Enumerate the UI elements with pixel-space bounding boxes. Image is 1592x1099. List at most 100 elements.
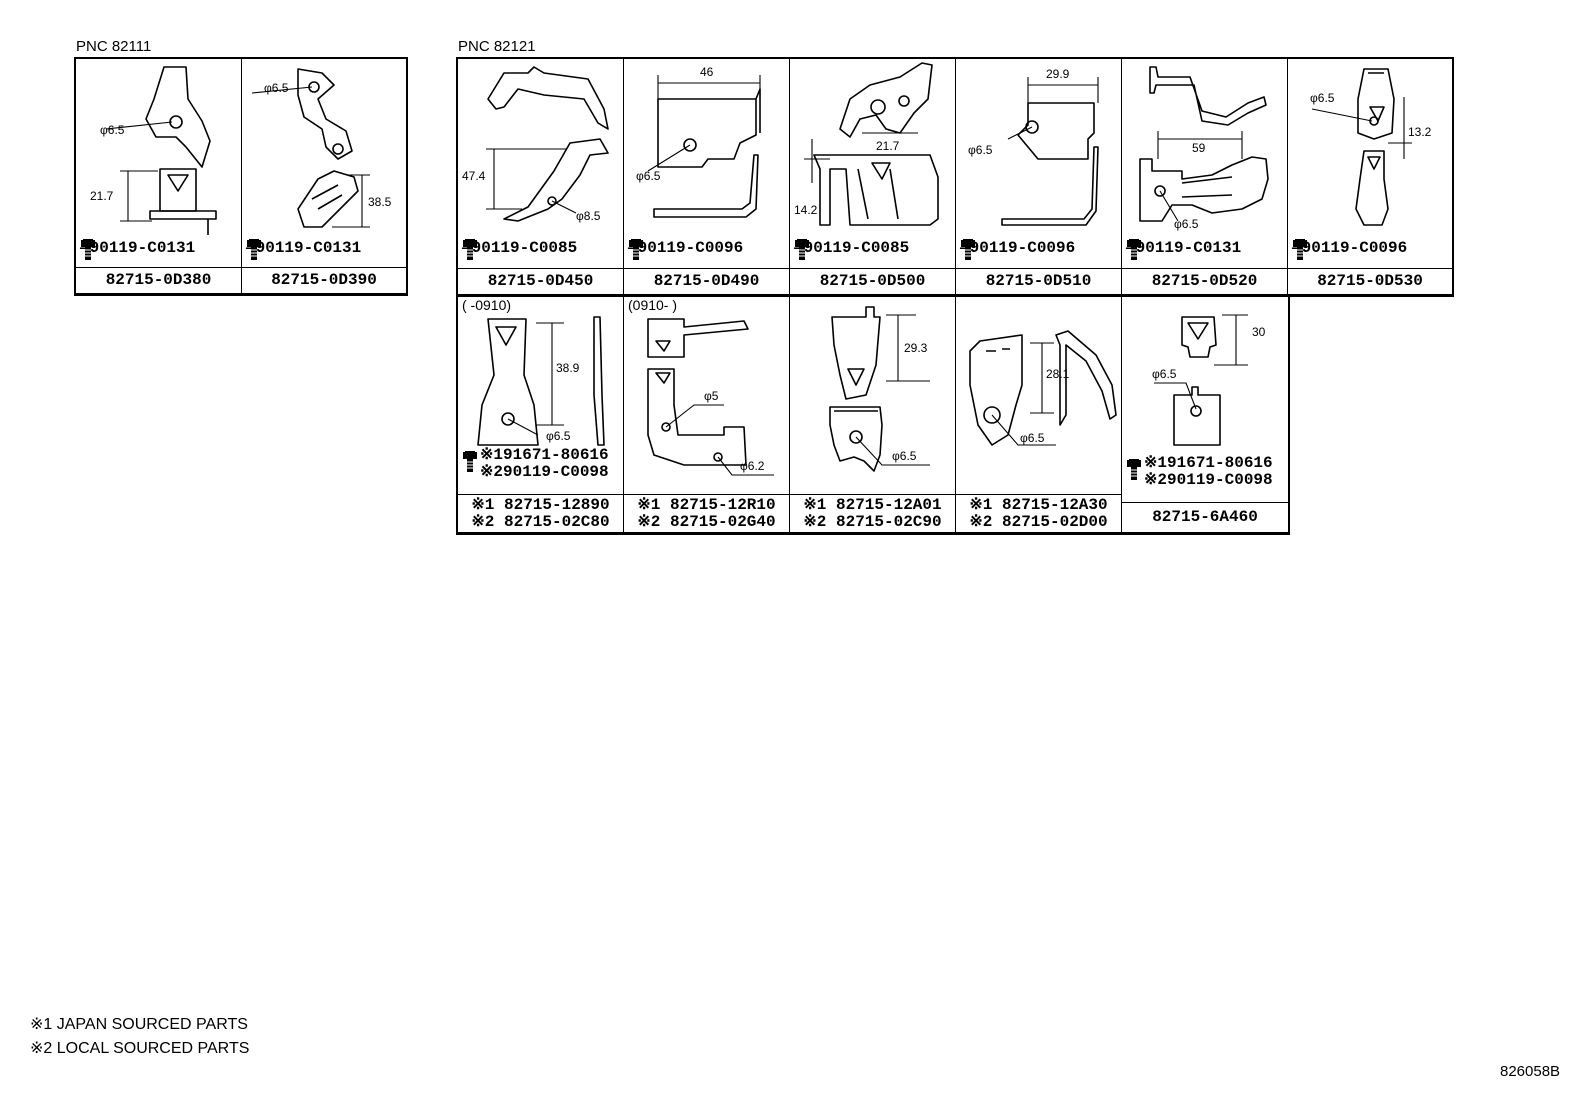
part-cell[interactable]: 28.1 φ6.5 ※1 82715-12A30※2 82715-02D00: [956, 295, 1122, 533]
part-number: ※2 82715-02G40: [637, 513, 776, 531]
bolt-icon: [960, 239, 976, 261]
dimension-label: φ5: [704, 389, 719, 403]
part-cell[interactable]: 59 φ6.5 —90119-C0131 82715-0D520: [1122, 59, 1288, 295]
dimension-label: 29.3: [904, 341, 928, 355]
dimension-label: 46: [700, 65, 714, 79]
bolt-part-number: 90119-C0096: [969, 239, 1076, 257]
bolt-icon: [462, 239, 478, 261]
bolt-callout: ※191671-80616※290119-C0098: [462, 447, 609, 481]
bolt-part-number: 90119-C0131: [1135, 239, 1242, 257]
bolt-part-number: 90119-C0085: [471, 239, 578, 257]
bolt-part-number: 90119-C0131: [255, 239, 362, 257]
bolt-icon: [1126, 239, 1142, 261]
dimension-label: φ6.2: [740, 459, 765, 473]
dimension-label: φ6.5: [636, 169, 661, 183]
part-number: 82715-0D530: [1288, 268, 1452, 294]
part-cell[interactable]: φ6.5 21.7 —90119-C0131 82715-0D380: [76, 59, 242, 294]
bolt-part-number: 90119-C0085: [803, 239, 910, 257]
part-number: 82715-0D520: [1122, 268, 1287, 294]
part-number: ※1 82715-12A30: [969, 496, 1108, 514]
bolt-callout: ※191671-80616※290119-C0098: [1126, 455, 1273, 489]
dimension-label: 14.2: [794, 203, 818, 217]
dimension-label: φ6.5: [1310, 91, 1335, 105]
bracket-drawing: [1154, 314, 1248, 446]
part-cell[interactable]: φ6.5 38.5 —90119-C0131 82715-0D390: [242, 59, 406, 294]
bolt-part-number: 90119-C0096: [1301, 239, 1408, 257]
part-number-group: ※1 82715-12A30※2 82715-02D00: [956, 494, 1121, 532]
dimension-label: φ6.5: [968, 143, 993, 157]
bracket-drawing: [647, 318, 774, 476]
bolt-part-number: 90119-C0131: [89, 239, 196, 257]
dimension-label: φ6.5: [892, 449, 917, 463]
bracket-drawing: [969, 330, 1117, 446]
part-number-group: ※1 82715-12R10※2 82715-02G40: [624, 494, 789, 532]
dimension-label: φ6.5: [1174, 217, 1199, 231]
bolt-icon: [246, 239, 262, 261]
bracket-drawing: [1139, 66, 1269, 222]
part-number: ※1 82715-12R10: [637, 496, 776, 514]
part-cell[interactable]: 30 φ6.5 ※191671-80616※290119-C0098 82715…: [1122, 295, 1288, 533]
dimension-label: 38.5: [368, 195, 392, 209]
panel-pnc-82121: 47.4 φ8.5 —90119-C0085 82715-0D450 46 φ6…: [456, 57, 1454, 297]
dimension-label: 30: [1252, 325, 1266, 339]
bracket-drawing: [804, 62, 939, 226]
bolt-part-number: 90119-C0096: [637, 239, 744, 257]
bolt-callout: —90119-C0131: [246, 239, 361, 257]
dimension-label: 47.4: [462, 169, 486, 183]
bolt-callout: —90119-C0096: [628, 239, 743, 257]
bolt-callout: —90119-C0085: [462, 239, 577, 257]
dimension-label: 21.7: [876, 139, 900, 153]
part-cell[interactable]: (0910- ) φ5 φ6.2 ※1 82715-12R10※2 82715-…: [624, 295, 790, 533]
bolt-callout: —90119-C0131: [80, 239, 195, 257]
bracket-drawing: [251, 68, 370, 228]
bolt-icon: [80, 239, 96, 261]
part-cell[interactable]: φ6.5 13.2 —90119-C0096 82715-0D530: [1288, 59, 1452, 295]
part-cell[interactable]: 46 φ6.5 —90119-C0096 82715-0D490: [624, 59, 790, 295]
pnc-label-left: PNC 82111: [76, 38, 152, 55]
dimension-label: φ8.5: [576, 209, 601, 223]
footnote-japan-sourced: ※1 JAPAN SOURCED PARTS: [30, 1016, 248, 1033]
bolt-callout: —90119-C0131: [1126, 239, 1241, 257]
bolt-part-number: ※191671-80616: [480, 446, 609, 464]
bracket-drawing: [1001, 77, 1099, 226]
part-number: ※1 82715-12890: [471, 496, 610, 514]
part-cell[interactable]: 29.9 φ6.5 —90119-C0096 82715-0D510: [956, 59, 1122, 295]
period-label: ( -0910): [462, 297, 512, 313]
part-number: 82715-0D390: [242, 267, 406, 293]
part-number-group: ※1 82715-12890※2 82715-02C80: [458, 494, 623, 532]
dimension-label: 38.9: [556, 361, 580, 375]
part-number: 82715-0D500: [790, 268, 955, 294]
part-cell[interactable]: 29.3 φ6.5 ※1 82715-12A01※2 82715-02C90: [790, 295, 956, 533]
bolt-icon: [462, 451, 478, 473]
part-number-group: ※1 82715-12A01※2 82715-02C90: [790, 494, 955, 532]
bolt-part-number: ※290119-C0098: [480, 463, 609, 481]
footnote-local-sourced: ※2 LOCAL SOURCED PARTS: [30, 1040, 250, 1057]
bolt-callout: —90119-C0085: [794, 239, 909, 257]
dimension-label: φ6.5: [546, 429, 571, 443]
bolt-icon: [1126, 459, 1142, 481]
dimension-label: φ6.5: [1020, 431, 1045, 445]
period-label: (0910- ): [628, 297, 678, 313]
part-number: 82715-0D380: [76, 267, 241, 293]
bolt-part-number: ※290119-C0098: [1144, 471, 1273, 489]
bracket-drawing: [1311, 68, 1412, 226]
dimension-label: 29.9: [1046, 67, 1070, 81]
part-cell[interactable]: 21.7 14.2 —90119-C0085 82715-0D500: [790, 59, 956, 295]
panel-pnc-82111: φ6.5 21.7 —90119-C0131 82715-0D380 φ6.5 …: [74, 57, 408, 296]
bolt-icon: [628, 239, 644, 261]
bolt-part-number: ※191671-80616: [1144, 454, 1273, 472]
bolt-icon: [794, 239, 810, 261]
diagram-code: 826058B: [1500, 1063, 1561, 1080]
dimension-label: φ6.5: [1152, 367, 1177, 381]
bracket-drawing: [647, 75, 761, 218]
part-cell[interactable]: 47.4 φ8.5 —90119-C0085 82715-0D450: [458, 59, 624, 295]
bracket-drawing: [105, 66, 217, 235]
part-cell[interactable]: ( -0910) 38.9 φ6.5 ※191671-80616※290119-…: [458, 295, 624, 533]
dimension-label: 21.7: [90, 189, 114, 203]
part-number: ※1 82715-12A01: [803, 496, 942, 514]
part-number: ※2 82715-02C80: [471, 513, 610, 531]
dimension-label: 28.1: [1046, 367, 1070, 381]
bracket-drawing: [486, 66, 609, 222]
bolt-icon: [1292, 239, 1308, 261]
bolt-callout: —90119-C0096: [1292, 239, 1407, 257]
